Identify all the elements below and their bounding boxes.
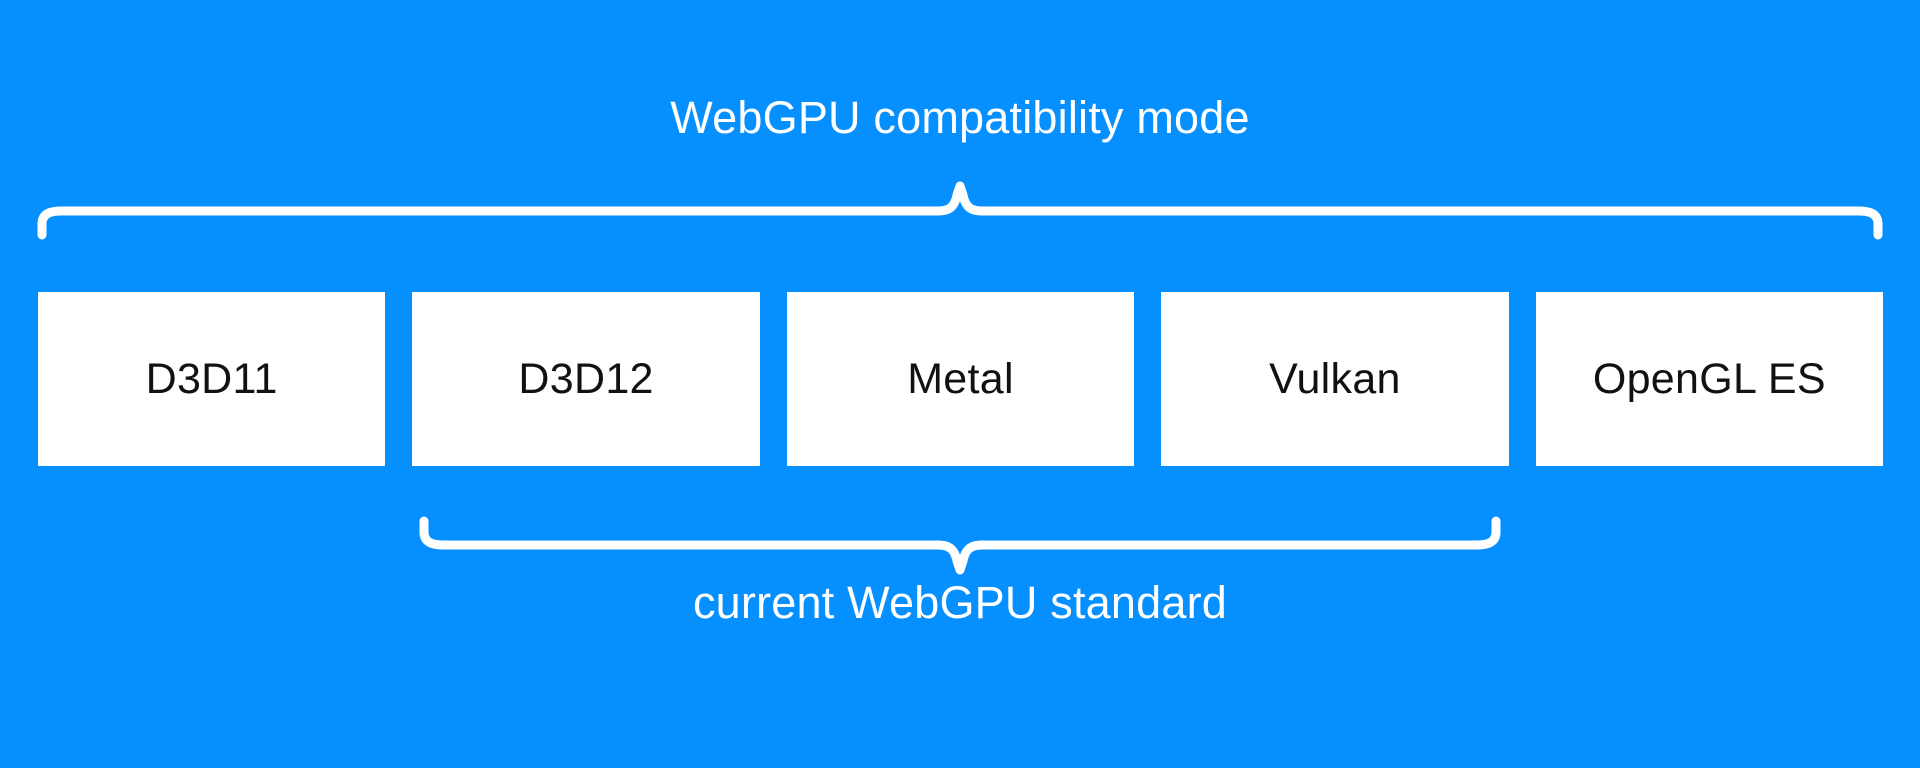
api-box-label: D3D11 — [145, 354, 278, 403]
api-box-label: OpenGL ES — [1592, 354, 1826, 403]
api-box-d3d11[interactable]: D3D11 — [38, 292, 386, 466]
bottom-group-label: current WebGPU standard — [692, 577, 1227, 628]
api-box-label: D3D12 — [518, 354, 654, 403]
api-box-d3d12[interactable]: D3D12 — [412, 292, 760, 466]
api-box-vulkan[interactable]: Vulkan — [1161, 292, 1509, 466]
api-box-opengl-es[interactable]: OpenGL ES — [1535, 292, 1884, 466]
api-box-row: D3D11 D3D12 Metal Vulkan OpenGL ES — [38, 292, 1884, 466]
api-box-metal[interactable]: Metal — [786, 292, 1135, 466]
api-box-label: Metal — [907, 354, 1014, 403]
api-box-label: Vulkan — [1269, 354, 1401, 403]
top-group-label: WebGPU compatibility mode — [670, 92, 1250, 143]
